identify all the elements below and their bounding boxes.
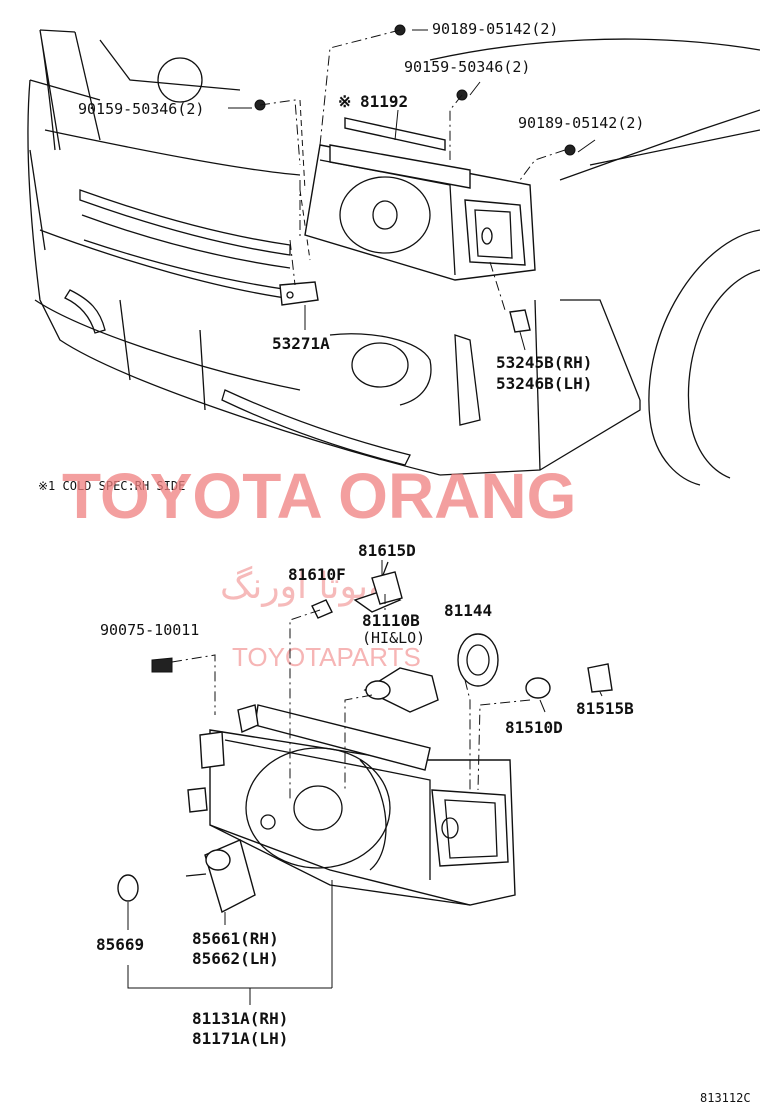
bulb-81610F bbox=[311, 599, 333, 619]
label-90159-50346-right: 90159-50346(2) bbox=[404, 58, 530, 76]
label-85669: 85669 bbox=[96, 935, 144, 954]
label-53245B-rh: 53245B(RH) bbox=[496, 353, 592, 372]
label-81515B: 81515B bbox=[576, 699, 634, 718]
vehicle-front-body bbox=[27, 29, 760, 486]
label-81510D: 81510D bbox=[505, 718, 563, 737]
clip-90075 bbox=[151, 657, 173, 673]
label-85662-lh: 85662(LH) bbox=[192, 949, 279, 968]
label-90189-05142-right: 90189-05142(2) bbox=[518, 114, 644, 132]
label-81615D: 81615D bbox=[358, 541, 416, 560]
label-81131A-rh: 81131A(RH) bbox=[192, 1009, 288, 1028]
label-81192: 81192 bbox=[360, 92, 408, 111]
label-90189-05142-top: 90189-05142(2) bbox=[432, 20, 558, 38]
label-81171A-lh: 81171A(LH) bbox=[192, 1029, 288, 1048]
socket-81515B bbox=[587, 663, 613, 693]
watermark-main: TOYOTA ORANG bbox=[62, 460, 576, 532]
watermark-site: TOYOTAPARTS bbox=[232, 642, 421, 672]
bulb-81615D bbox=[353, 561, 403, 613]
gasket-85669 bbox=[117, 874, 139, 902]
cold-spec-note: ※1 COLD SPEC:RH SIDE bbox=[38, 479, 185, 493]
label-90075-10011: 90075-10011 bbox=[100, 621, 199, 639]
figure-code: 813112C bbox=[700, 1091, 751, 1105]
label-81610F: 81610F bbox=[288, 565, 346, 584]
headlamp-assembly-exploded bbox=[117, 560, 613, 1005]
label-81110B-note: (HI&LO) bbox=[362, 629, 425, 647]
label-note-mark: ※ bbox=[338, 92, 351, 111]
socket-cover-81144 bbox=[457, 633, 499, 687]
label-53271A: 53271A bbox=[272, 334, 330, 353]
label-85661-rh: 85661(RH) bbox=[192, 929, 279, 948]
label-81144: 81144 bbox=[444, 601, 492, 620]
headlamp-installed bbox=[228, 24, 596, 351]
actuator-85661 bbox=[185, 839, 256, 914]
label-90159-50346-left: 90159-50346(2) bbox=[78, 100, 204, 118]
bulb-81510D bbox=[525, 677, 551, 699]
label-53246B-lh: 53246B(LH) bbox=[496, 374, 592, 393]
bulb-81110B bbox=[363, 667, 439, 713]
label-81110B: 81110B bbox=[362, 611, 420, 630]
